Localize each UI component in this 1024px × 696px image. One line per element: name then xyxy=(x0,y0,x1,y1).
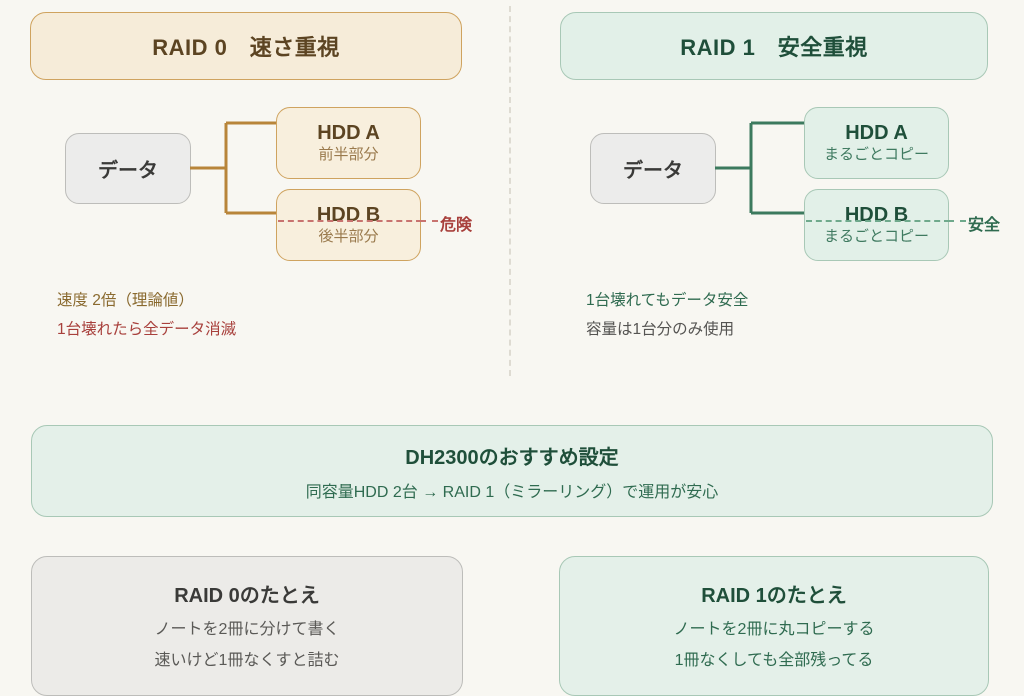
raid1-mirror-strike-line xyxy=(806,220,950,222)
analogy-raid0-line-1: ノートを2冊に分けて書く xyxy=(154,620,340,638)
raid1-hdd-a: HDD A まるごとコピー xyxy=(804,107,949,179)
raid0-note-risk: 1台壊れたら全データ消滅 xyxy=(57,321,237,339)
analogy-card-raid0: RAID 0のたとえ ノートを2冊に分けて書く 速いけど1冊なくすと詰む xyxy=(31,556,463,696)
raid1-hdd-b-subtitle: まるごとコピー xyxy=(823,228,929,245)
raid0-panel-header: RAID 0 速さ重視 xyxy=(30,12,462,80)
raid0-data-node: データ xyxy=(65,133,191,204)
analogy-raid1-line-1: ノートを2冊に丸コピーする xyxy=(673,620,875,638)
raid1-panel-header: RAID 1 安全重視 xyxy=(560,12,988,80)
raid1-connector xyxy=(715,121,805,215)
analogy-raid0-line-2: 速いけど1冊なくすと詰む xyxy=(154,651,340,669)
raid1-mirror-strike-tail xyxy=(948,220,966,222)
raid0-notes: 速度 2倍（理論値） 1台壊れたら全データ消滅 xyxy=(57,286,236,345)
raid0-hdd-a: HDD A 前半部分 xyxy=(276,107,421,179)
raid1-hdd-a-subtitle: まるごとコピー xyxy=(823,146,929,163)
raid1-notes: 1台壊れてもデータ安全 容量は1台分のみ使用 xyxy=(586,286,748,345)
raid1-hdd-b: HDD B まるごとコピー xyxy=(804,189,949,261)
raid0-hdd-b-title: HDD B xyxy=(316,204,381,226)
analogy-card-raid1: RAID 1のたとえ ノートを2冊に丸コピーする 1冊なくしても全部残ってる xyxy=(559,556,989,696)
analogy-raid1-line-2: 1冊なくしても全部残ってる xyxy=(674,651,874,669)
raid0-note-speed: 速度 2倍（理論値） xyxy=(57,292,194,309)
raid1-data-node: データ xyxy=(590,133,716,204)
recommendation-title: DH2300のおすすめ設定 xyxy=(405,446,619,469)
raid0-connector xyxy=(190,121,278,215)
raid1-note-capacity: 容量は1台分のみ使用 xyxy=(586,321,735,339)
raid0-hdd-a-title: HDD A xyxy=(317,122,380,144)
raid0-failure-strike-line xyxy=(278,220,422,222)
raid0-hdd-a-subtitle: 前半部分 xyxy=(318,146,379,163)
analogy-raid0-title: RAID 0のたとえ xyxy=(174,584,320,607)
raid1-note-safety: 1台壊れてもデータ安全 xyxy=(586,292,749,309)
raid1-hdd-b-title: HDD B xyxy=(844,204,909,226)
raid0-hdd-b-subtitle: 後半部分 xyxy=(318,228,379,245)
recommendation-banner: DH2300のおすすめ設定 同容量HDD 2台 → RAID 1（ミラーリング）… xyxy=(31,425,993,517)
raid0-hdd-b: HDD B 後半部分 xyxy=(276,189,421,261)
raid0-status-badge: 危険 xyxy=(440,217,473,234)
analogy-raid1-title: RAID 1のたとえ xyxy=(701,584,847,607)
panel-divider xyxy=(509,6,511,376)
raid1-status-badge: 安全 xyxy=(968,217,1001,234)
recommendation-subtitle: 同容量HDD 2台 → RAID 1（ミラーリング）で運用が安心 xyxy=(305,483,719,501)
raid0-failure-strike-tail xyxy=(420,220,438,222)
raid1-hdd-a-title: HDD A xyxy=(845,122,908,144)
